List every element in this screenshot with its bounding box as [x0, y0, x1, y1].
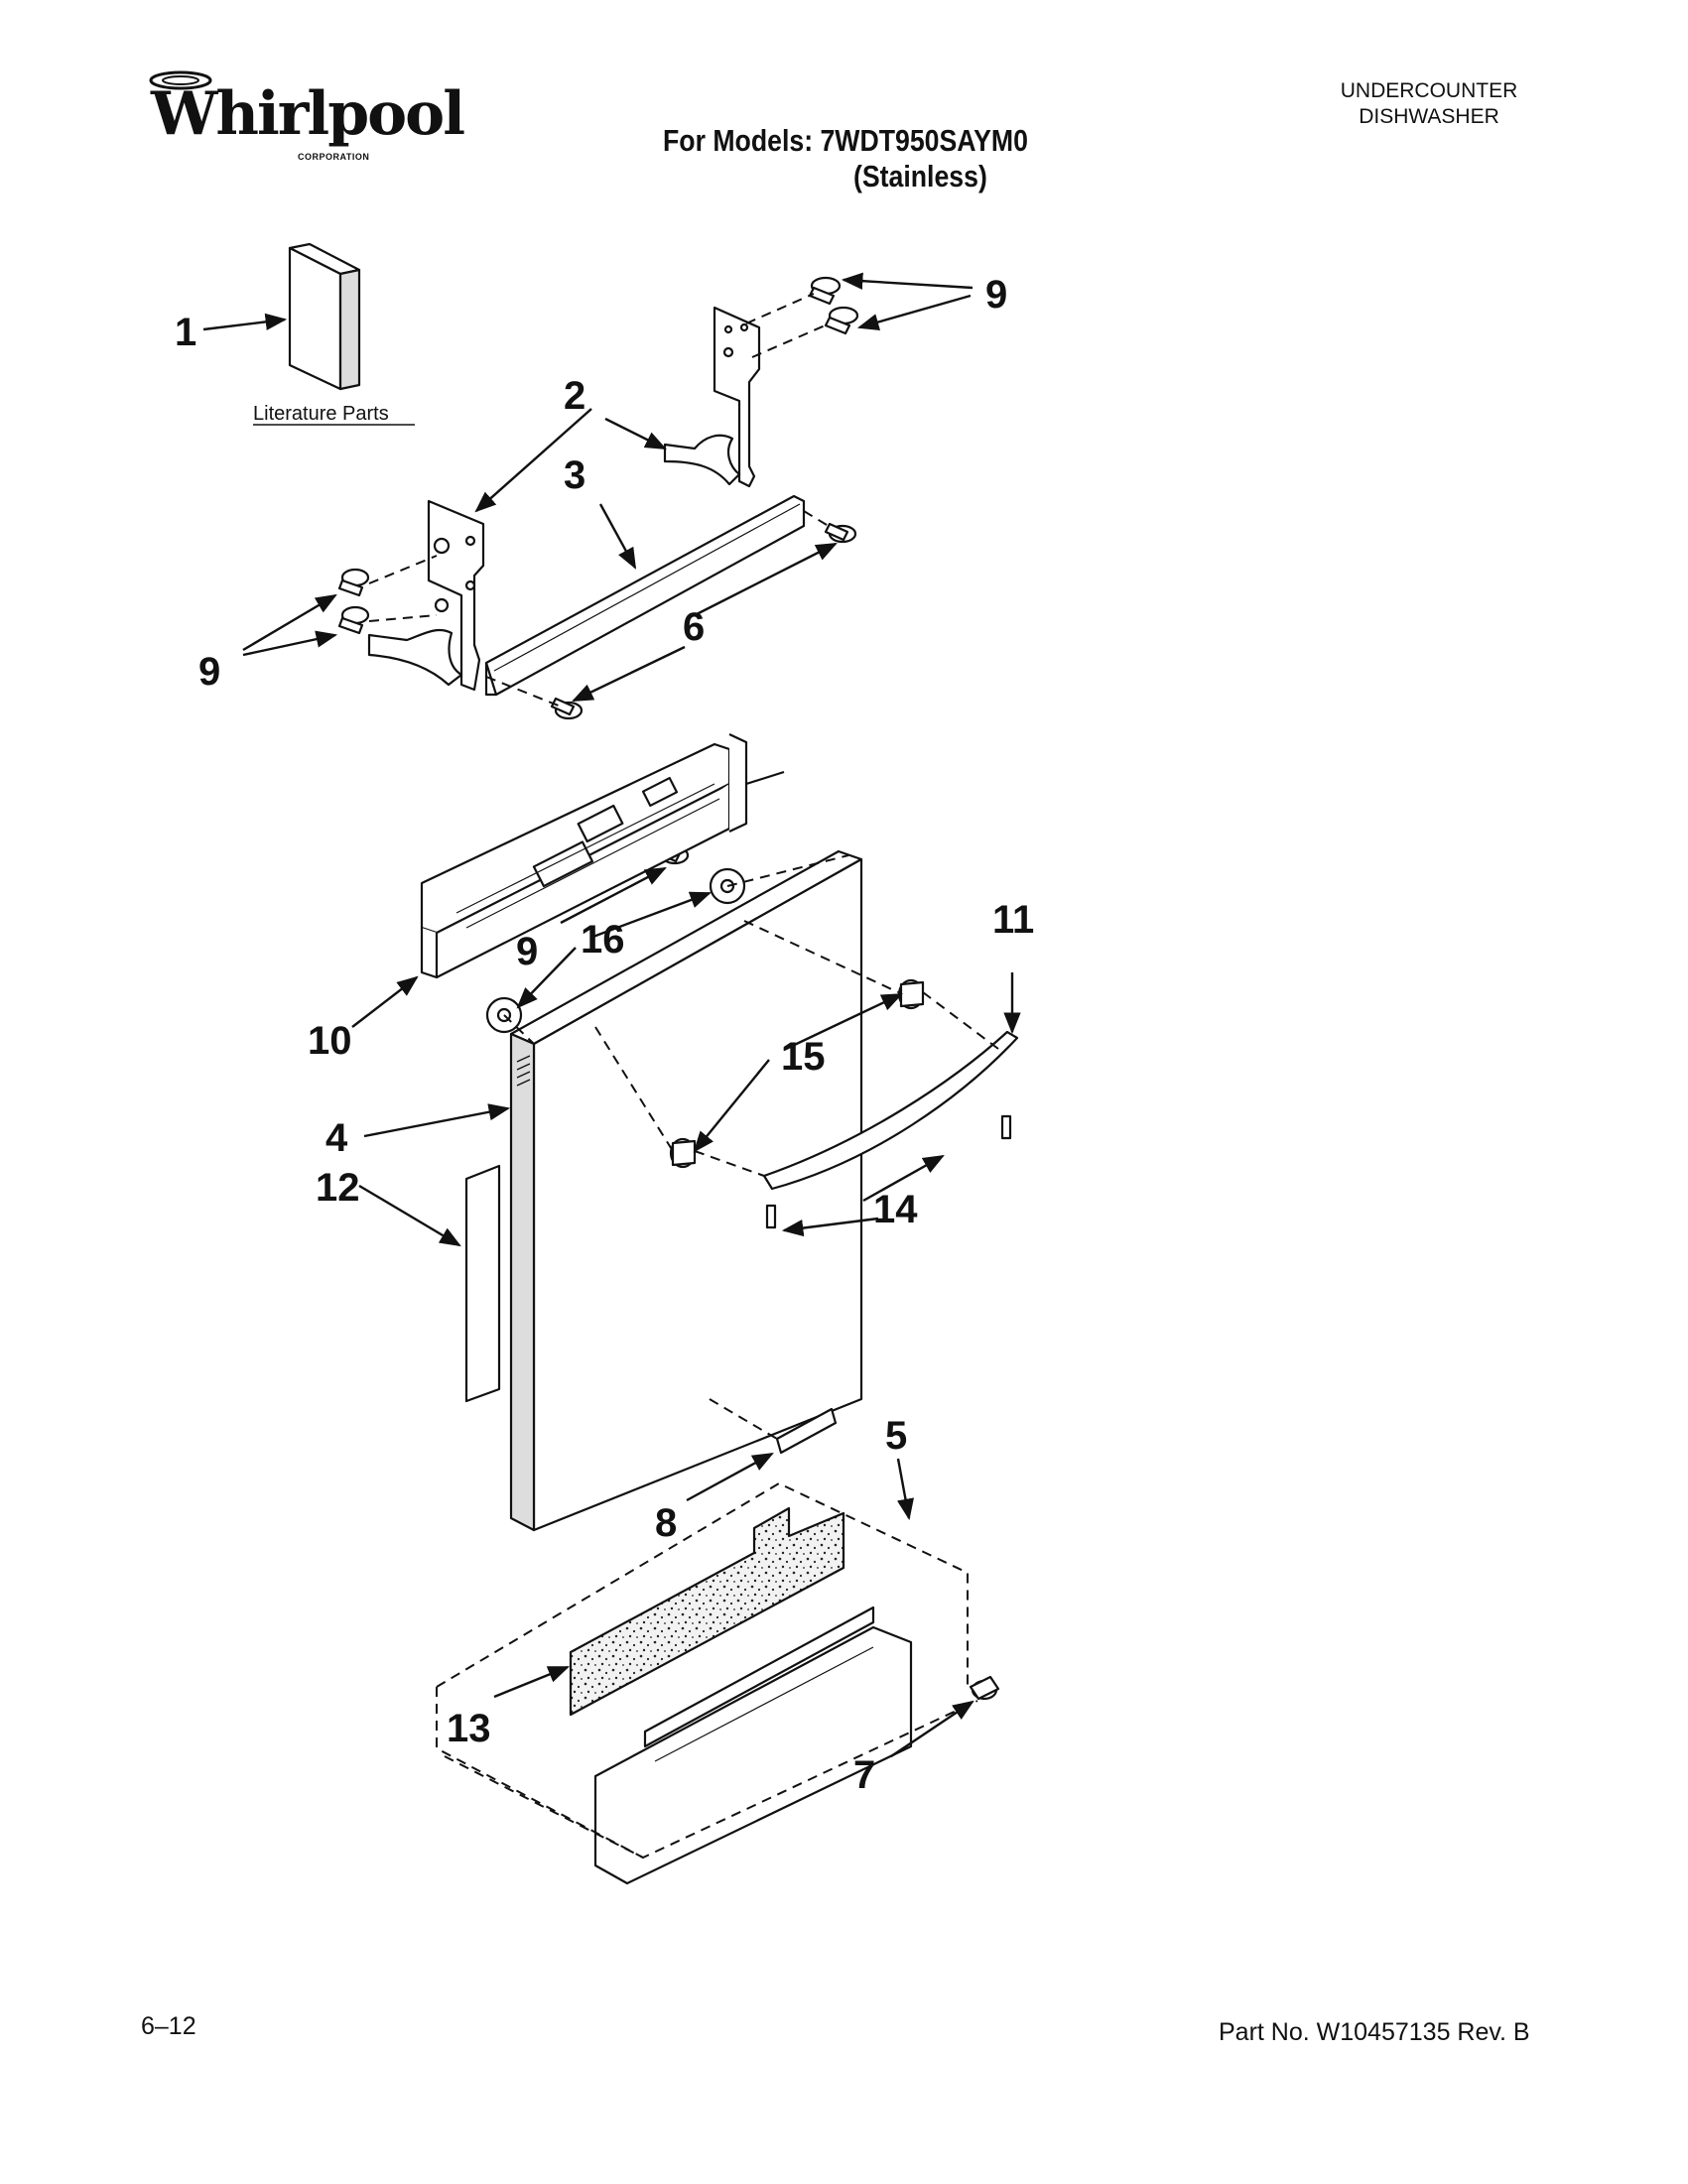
screw-part	[808, 276, 842, 306]
toe-kick-fastener-part	[969, 1675, 1000, 1701]
handle-mount-part	[669, 1137, 697, 1169]
handle-pin-part	[765, 1204, 777, 1229]
long-mounting-rail-part	[484, 494, 806, 697]
brand-logo: Whirlpool	[151, 79, 465, 149]
callout-16: 16	[581, 918, 625, 962]
left-mounting-bracket-part	[367, 499, 485, 692]
callout-5: 5	[885, 1414, 907, 1458]
handle-pin-part	[1000, 1114, 1012, 1140]
callout-4: 4	[325, 1116, 348, 1160]
toe-kick-panel-part	[593, 1606, 913, 1885]
handle-mount-part	[897, 978, 925, 1010]
variant-heading: (Stainless)	[853, 159, 987, 193]
callout-7: 7	[853, 1753, 875, 1797]
callout-10: 10	[308, 1019, 352, 1063]
models-heading: For Models: 7WDT950SAYM0	[663, 123, 1028, 158]
toe-panel-foam-part	[569, 1506, 845, 1717]
callout-9-top: 9	[985, 273, 1007, 317]
callout-3: 3	[564, 453, 585, 497]
category-line-1: UNDERCOUNTER	[1340, 79, 1518, 102]
door-panel-part	[509, 849, 863, 1532]
screw-part	[337, 568, 370, 597]
callout-11: 11	[992, 898, 1034, 942]
right-mounting-bracket-part	[663, 306, 761, 488]
callout-2: 2	[564, 374, 585, 418]
callout-15: 15	[781, 1035, 826, 1079]
callout-13: 13	[447, 1707, 491, 1750]
part-number: Part No. W10457135 Rev. B	[1219, 2018, 1530, 2046]
callout-6: 6	[683, 605, 705, 649]
screw-part	[337, 605, 370, 635]
callout-12: 12	[316, 1166, 360, 1210]
whirlpool-logo-swoosh-icon	[149, 70, 212, 90]
callout-1: 1	[175, 311, 196, 354]
category-line-2: DISHWASHER	[1359, 105, 1499, 128]
callout-8: 8	[655, 1501, 677, 1545]
page-number: 6–12	[141, 2012, 196, 2040]
door-insulation-part	[464, 1164, 501, 1403]
screw-part	[824, 306, 859, 335]
door-badge-part	[775, 1407, 838, 1455]
callout-9-middle: 9	[516, 930, 538, 973]
callout-14: 14	[873, 1188, 918, 1231]
control-console-part	[420, 733, 785, 979]
brand-logo-subtitle: CORPORATION	[298, 152, 370, 162]
screw-part	[824, 522, 857, 544]
callout-9-left: 9	[198, 650, 220, 694]
screw-part	[550, 697, 584, 720]
literature-parts-label: Literature Parts	[253, 403, 389, 425]
door-handle-part	[762, 1030, 1019, 1191]
literature-booklet-part	[288, 242, 361, 391]
